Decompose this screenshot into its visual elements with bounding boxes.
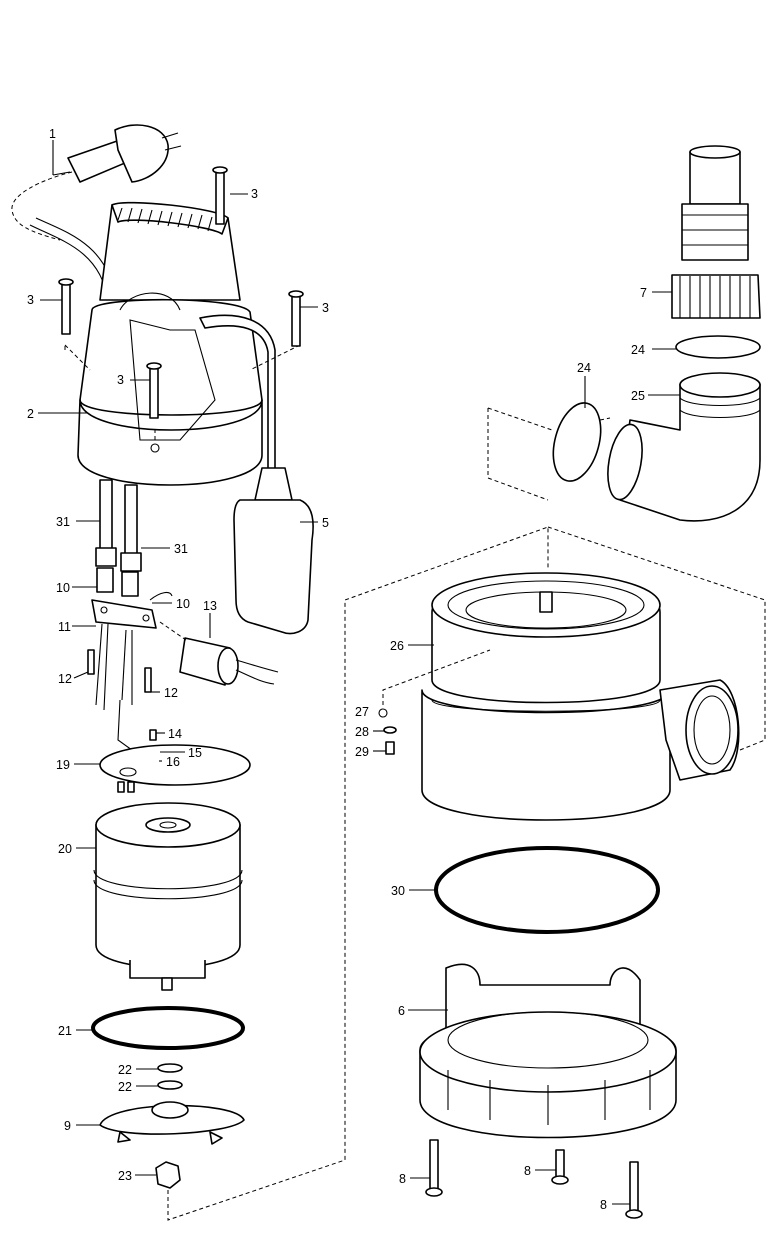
callout-23: 23 [118,1169,132,1183]
callout-3: 3 [117,373,124,387]
callout-10: 10 [176,597,190,611]
callout-19: 19 [56,758,70,772]
callout-31: 31 [174,542,188,556]
cable-glands [95,479,142,572]
callout-10: 10 [56,581,70,595]
callout-22: 22 [118,1080,132,1094]
callout-28: 28 [355,725,369,739]
callout-2: 2 [27,407,34,421]
small-parts [378,649,491,755]
callout-27: 27 [355,705,369,719]
callout-8: 8 [524,1164,531,1178]
pump-housing [421,526,766,821]
callout-12: 12 [164,686,178,700]
callout-24: 24 [577,361,591,375]
callout-21: 21 [58,1024,72,1038]
callout-30: 30 [391,884,405,898]
callout-25: 25 [631,389,645,403]
callout-6: 6 [398,1004,405,1018]
callout-22: 22 [118,1063,132,1077]
callout-7: 7 [640,286,647,300]
hex-nut [155,1161,181,1189]
o-ring-24-side [552,402,602,482]
housing-screws [58,166,304,419]
callout-3: 3 [27,293,34,307]
callout-14: 14 [168,727,182,741]
base-screws [425,1139,643,1219]
elbow-fitting [487,372,761,522]
callout-8: 8 [600,1198,607,1212]
pump-base [419,963,677,1139]
seals-and-clamp [91,567,173,629]
callout-11: 11 [58,620,71,634]
leader-lines [38,140,680,1205]
callout-3: 3 [251,187,258,201]
capacitor [159,621,279,686]
callout-1: 1 [49,127,56,141]
callout-24: 24 [631,343,645,357]
o-ring-30 [434,846,660,934]
callout-labels: 1 3 3 3 3 2 5 31 31 10 10 13 11 12 12 14… [27,127,647,1212]
callout-8: 8 [399,1172,406,1186]
clamp-screws [87,649,152,693]
o-ring-24-top [675,335,761,359]
hose-connector [671,145,761,319]
washers-22 [157,1063,183,1090]
cover-plate [99,744,251,793]
callout-26: 26 [390,639,404,653]
callout-3: 3 [322,301,329,315]
callout-16: 16 [166,755,180,769]
callout-5: 5 [322,516,329,530]
callout-9: 9 [64,1119,71,1133]
float-switch [233,467,314,635]
callout-15: 15 [188,746,202,760]
motor-housing [77,201,263,486]
callout-13: 13 [203,599,217,613]
callout-29: 29 [355,745,369,759]
callout-20: 20 [58,842,72,856]
callout-12: 12 [58,672,72,686]
assembly-lines [167,526,549,1221]
motor-unit [93,802,243,991]
o-ring-21 [91,1006,245,1050]
callout-31: 31 [56,515,70,529]
impeller [99,1101,245,1145]
